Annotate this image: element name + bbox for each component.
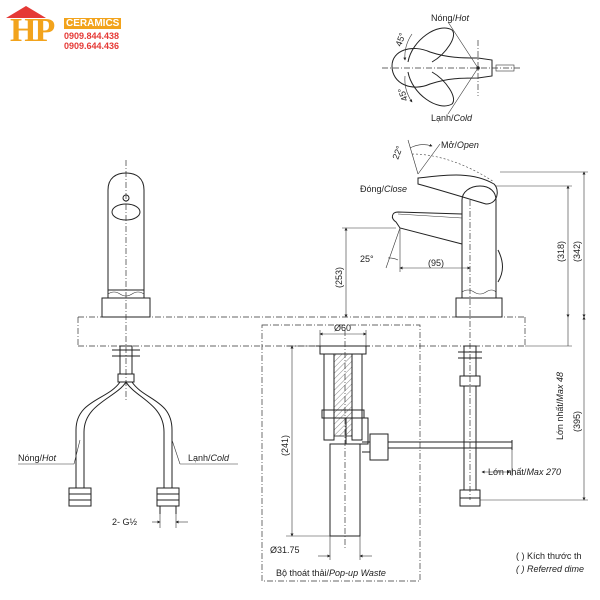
side-open-label: Mở/Open xyxy=(441,140,479,150)
front-hose-cold xyxy=(131,381,173,488)
side-view: 22° Mở/Open Đóng/Close 25° (95) (253) xyxy=(334,139,588,507)
front-cold-label: Lạnh/Cold xyxy=(188,453,230,463)
side-total-height: (342) xyxy=(572,241,582,262)
logo-mark: HP xyxy=(10,12,55,49)
side-faucet-base xyxy=(455,297,503,318)
dimension-legend: ( ) Kích thước th ( ) Referred dime xyxy=(516,550,600,576)
front-thread-size: 2- G½ xyxy=(112,517,138,527)
top-view-lever-cold xyxy=(407,71,454,107)
side-close-label: Đóng/Close xyxy=(360,184,407,194)
side-handle xyxy=(417,174,498,205)
max-length-label: Lớn nhất/Max 270 xyxy=(488,467,561,477)
house-roof-icon xyxy=(6,6,46,18)
waste-bottom-diameter: Ø31.75 xyxy=(270,545,300,555)
side-faucet-body xyxy=(461,185,497,299)
side-below-length: (395) xyxy=(572,411,582,432)
side-reach: (95) xyxy=(428,258,444,268)
side-spout xyxy=(391,211,463,245)
logo-phone-1: 0909.844.438 xyxy=(64,31,120,41)
front-hose-hot xyxy=(75,381,121,488)
top-angle-hot: 45° xyxy=(393,31,407,48)
top-cold-label: Lạnh/Cold xyxy=(431,113,473,123)
max-thickness-label: Lớn nhất/Max 48 xyxy=(555,372,565,440)
popup-waste: Ø60 (241) Ø31.75 Bộ thoát thải/Pop-up Wa… xyxy=(261,323,421,582)
side-spout-height: (253) xyxy=(334,267,344,288)
brand-logo: HP CERAMICS 0909.844.438 0909.644.436 xyxy=(6,6,136,56)
waste-frame xyxy=(261,324,421,582)
top-view-lever-hot xyxy=(407,27,454,63)
top-angle-cold: 45° xyxy=(396,86,410,103)
side-body-height: (318) xyxy=(556,241,566,262)
front-nut-cold xyxy=(156,487,180,507)
waste-top-diameter: Ø60 xyxy=(334,323,351,333)
countertop xyxy=(77,316,526,347)
front-faucet-body xyxy=(107,172,145,299)
front-hot-label: Nóng/Hot xyxy=(18,453,57,463)
front-view: Nóng/Hot Lạnh/Cold 2- G½ xyxy=(18,160,238,528)
side-lever-angle: 22° xyxy=(390,144,404,161)
logo-phone-2: 0909.644.436 xyxy=(64,41,120,51)
popup-lift-rod xyxy=(387,441,513,449)
waste-plug-section xyxy=(333,353,353,437)
top-view: 45° 45° Nóng/Hot Lạnh/Cold xyxy=(382,13,520,123)
legend-line-en: ( ) Referred dime xyxy=(516,564,585,574)
top-view-connector xyxy=(495,64,515,72)
waste-height: (241) xyxy=(280,435,290,456)
waste-caption: Bộ thoát thải/Pop-up Waste xyxy=(276,568,386,578)
waste-pivot-housing xyxy=(369,433,389,461)
top-hot-label: Nóng/Hot xyxy=(431,13,470,23)
legend-line-vi: ( ) Kích thước th xyxy=(516,551,582,561)
logo-brand-name: CERAMICS xyxy=(64,18,122,29)
side-spout-angle: 25° xyxy=(360,254,374,264)
front-nut-hot xyxy=(68,487,92,507)
